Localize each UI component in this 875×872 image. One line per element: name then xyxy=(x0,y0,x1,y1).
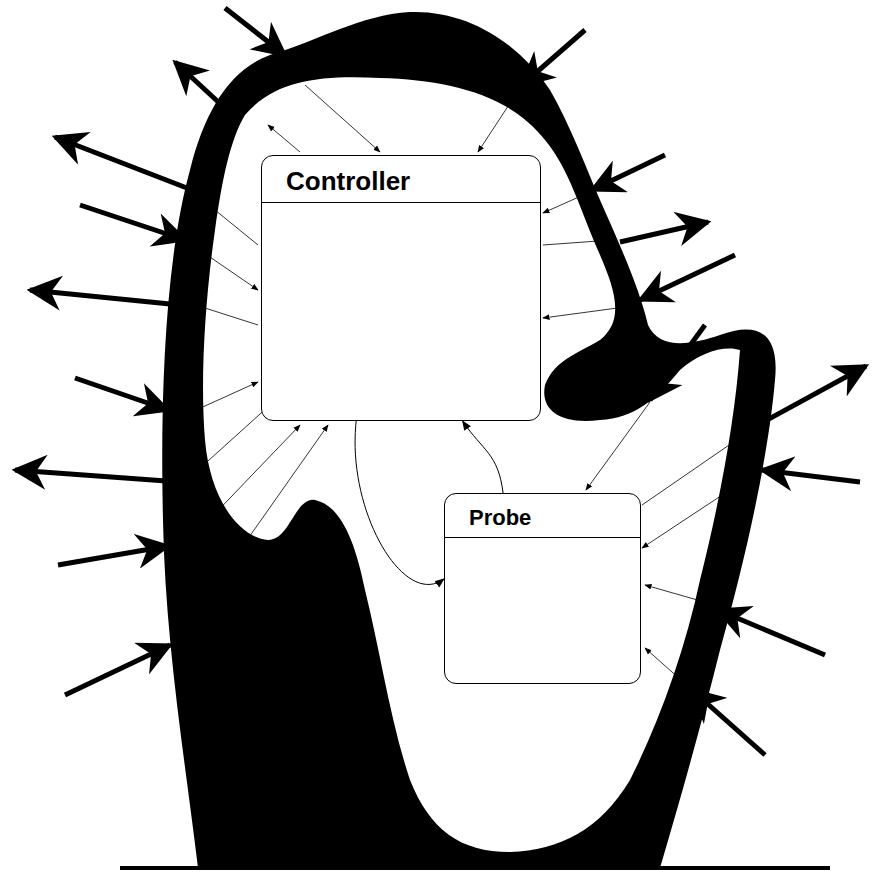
lead-line xyxy=(642,470,760,548)
spine-arrow xyxy=(745,366,866,432)
lead-line xyxy=(645,648,690,688)
message-arrow xyxy=(463,421,504,493)
spine-arrow xyxy=(15,470,180,482)
lead-line xyxy=(543,240,612,245)
box-heading: Controller xyxy=(262,156,540,203)
spine-arrow xyxy=(620,222,708,242)
spine-arrow xyxy=(592,155,665,190)
spine-arrows xyxy=(15,8,866,755)
spine-arrow xyxy=(75,378,168,410)
spine-arrow xyxy=(692,690,765,755)
lead-line xyxy=(543,305,640,318)
spine-arrow xyxy=(55,137,205,195)
lead-line xyxy=(185,425,328,628)
spine-arrow xyxy=(65,645,170,695)
lead-line xyxy=(185,425,300,545)
lead-line xyxy=(205,308,258,325)
spine-arrow xyxy=(58,546,168,565)
message-arrow xyxy=(355,421,444,584)
lead-line xyxy=(215,210,258,245)
stray-line xyxy=(235,670,350,671)
lead-line xyxy=(185,382,258,415)
lead-line xyxy=(543,192,590,213)
spine-arrow xyxy=(718,610,825,655)
lead-line xyxy=(642,432,748,505)
class-box: Controller xyxy=(261,155,541,421)
lead-line xyxy=(645,585,715,605)
lead-line xyxy=(188,242,258,290)
lead-line xyxy=(305,85,380,152)
thin-leads xyxy=(185,85,760,688)
lead-line xyxy=(478,88,520,152)
spine-arrow xyxy=(640,255,735,300)
spine-arrow xyxy=(650,325,705,400)
cactus-hollow xyxy=(203,77,740,852)
spine-arrow xyxy=(80,205,185,240)
ground-line xyxy=(120,866,830,870)
spine-arrow xyxy=(30,290,180,305)
lead-line xyxy=(198,405,270,470)
cactus-body xyxy=(162,12,775,868)
spine-arrow xyxy=(762,470,860,482)
class-box: Probe xyxy=(444,493,641,684)
lead-line xyxy=(586,402,650,490)
box-heading: Probe xyxy=(445,494,640,538)
lead-line xyxy=(268,125,300,152)
spine-arrow xyxy=(225,8,285,55)
spine-arrow xyxy=(175,62,240,122)
spine-arrow xyxy=(522,30,585,85)
